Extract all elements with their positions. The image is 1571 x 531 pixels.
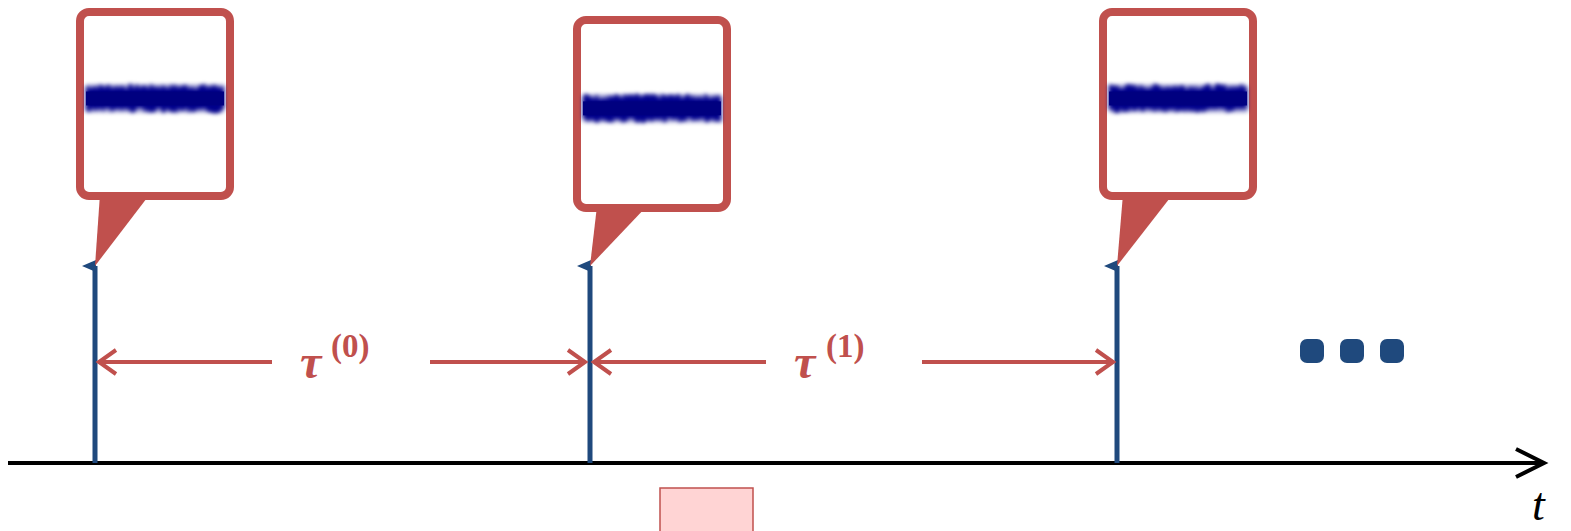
axis-arrowhead	[1516, 449, 1544, 477]
interval-index: (1)	[826, 330, 864, 363]
callout-frame	[80, 12, 230, 196]
callout-pointer	[590, 206, 647, 266]
waveform-callout	[577, 20, 727, 266]
noise-core	[1109, 91, 1247, 105]
noise-core	[583, 101, 721, 115]
waveform-callout	[1103, 12, 1253, 266]
continuation-dots	[1300, 339, 1404, 363]
callout-frame	[1103, 12, 1253, 196]
callout-pointer	[95, 194, 150, 266]
interval-symbol: τ	[794, 338, 815, 386]
noise-halo	[583, 94, 721, 122]
interval-index: (0)	[331, 330, 369, 363]
sample-arrow	[588, 266, 593, 463]
sample-arrow	[1115, 266, 1120, 463]
axis-label: t	[1532, 482, 1545, 528]
sample-arrow	[93, 266, 98, 463]
noise-halo	[86, 84, 224, 112]
time-axis	[8, 461, 1543, 465]
noise-band	[86, 84, 224, 114]
callout-pointer	[1117, 194, 1173, 266]
noise-band	[1109, 84, 1247, 114]
interval-symbol: τ	[300, 338, 321, 386]
noise-band	[583, 93, 721, 123]
noise-core	[86, 91, 224, 105]
interval-arrows	[99, 350, 1113, 374]
waveform-callout	[80, 12, 230, 266]
callout-frame	[577, 20, 727, 208]
noise-halo	[1109, 84, 1247, 112]
pink-block	[660, 488, 753, 531]
